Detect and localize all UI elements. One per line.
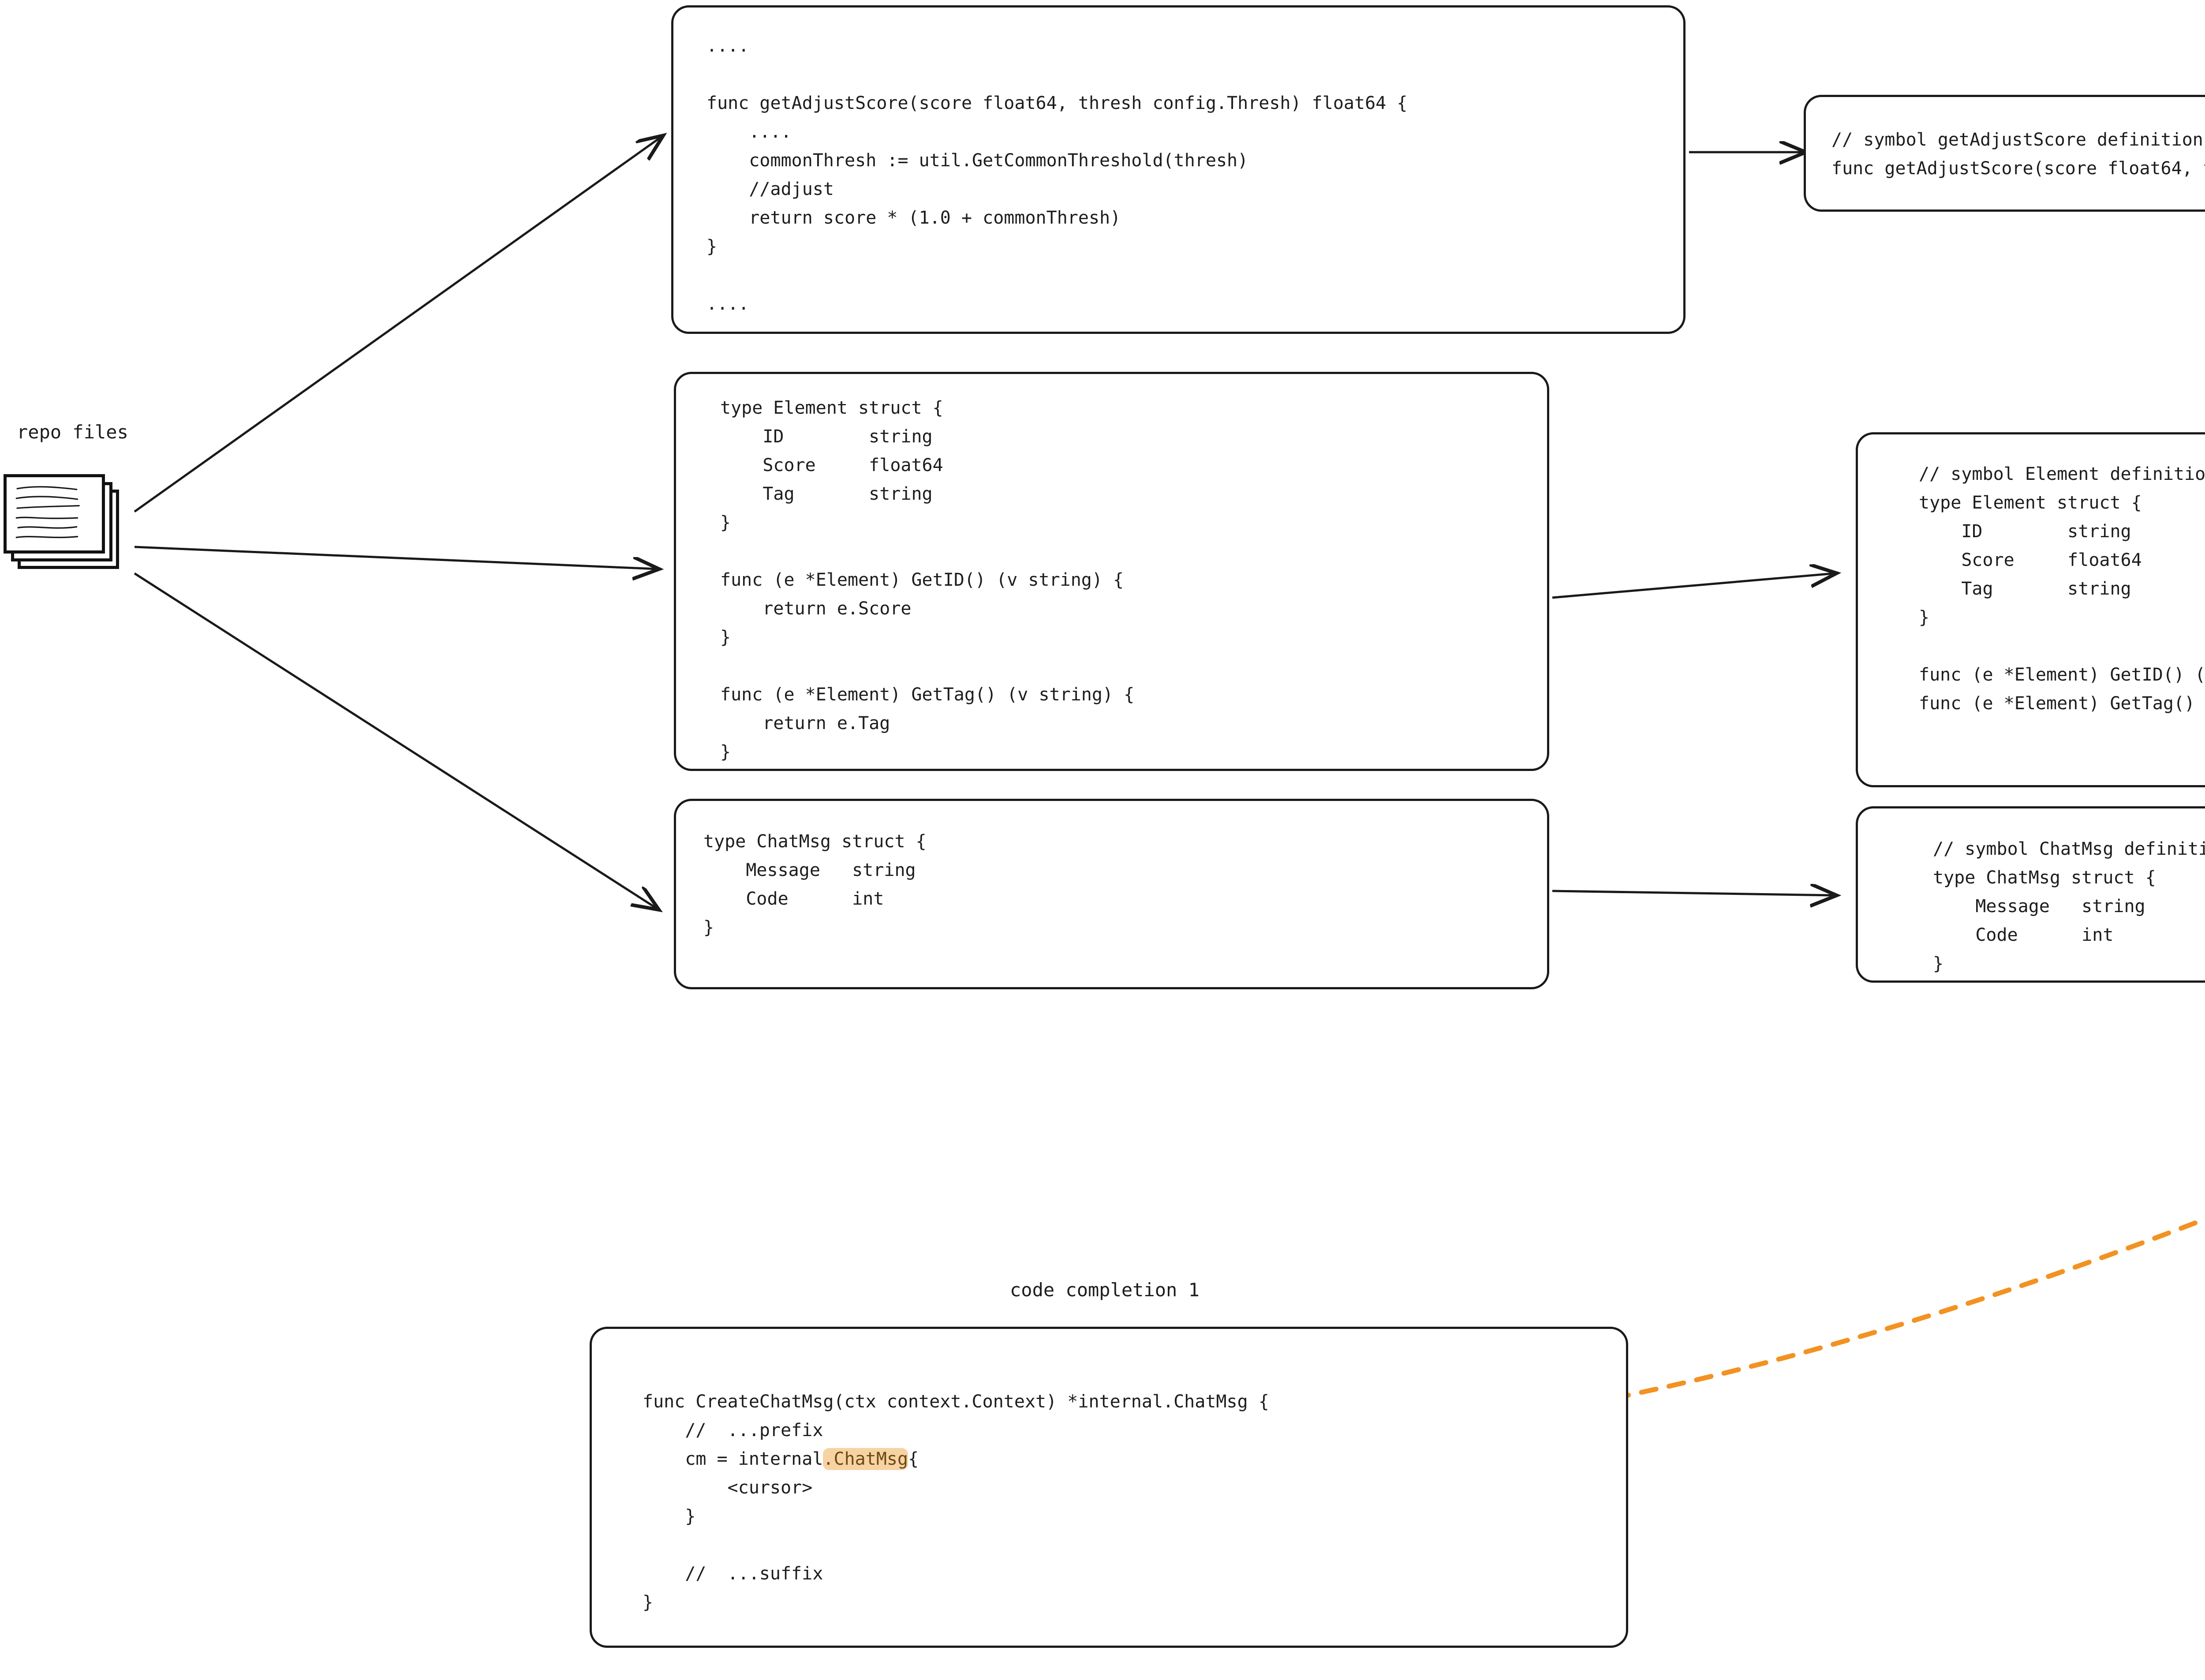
repo-source-chatmsg-code: type ChatMsg struct { Message string Cod… <box>703 831 927 938</box>
cc1-line-8: } <box>643 1592 654 1613</box>
code-completion-1-card[interactable]: func CreateChatMsg(ctx context.Context) … <box>590 1327 1628 1648</box>
repo-file-lines <box>15 486 80 539</box>
repo-source-getadjustscore-code: .... func getAdjustScore(score float64, … <box>706 36 1408 314</box>
symbol-def-getadjustscore-code: // symbol getAdjustScore definition is a… <box>1831 130 2205 179</box>
symbol-def-chatmsg-card[interactable]: // symbol ChatMsg definition is as follo… <box>1856 806 2205 983</box>
cc1-line-7: // ...suffix <box>643 1564 823 1584</box>
repo-source-chatmsg-card[interactable]: type ChatMsg struct { Message string Cod… <box>674 799 1549 989</box>
cc1-line-3-post: { <box>908 1449 919 1469</box>
cc1-line-2: // ...prefix <box>643 1420 823 1441</box>
repo-file-sheet-1 <box>4 474 105 554</box>
code-completion-1-label: code completion 1 <box>1010 1279 1200 1301</box>
symbol-def-getadjustscore-card[interactable]: // symbol getAdjustScore definition is a… <box>1804 95 2205 212</box>
symbol-def-chatmsg-code: // symbol ChatMsg definition is as follo… <box>1933 839 2205 974</box>
cc1-chatmsg-highlight: .ChatMsg <box>823 1448 908 1470</box>
cc1-line-3-pre: cm = internal <box>643 1449 823 1469</box>
repo-to-source-arrows <box>134 137 662 909</box>
repo-source-element-card[interactable]: type Element struct { ID string Score fl… <box>674 372 1549 771</box>
cc1-line-1: func CreateChatMsg(ctx context.Context) … <box>643 1392 1269 1412</box>
cc1-line-5: } <box>643 1506 696 1527</box>
cc1-line-4: <cursor> <box>643 1478 813 1498</box>
repo-source-element-code: type Element struct { ID string Score fl… <box>720 398 1135 762</box>
repo-files-icon <box>0 470 132 571</box>
symbol-def-element-code: // symbol Element definition is as follo… <box>1919 464 2205 714</box>
repo-source-getadjustscore-card[interactable]: .... func getAdjustScore(score float64, … <box>671 5 1686 334</box>
repo-files-label: repo files <box>17 421 128 443</box>
symbol-def-element-card[interactable]: // symbol Element definition is as follo… <box>1856 432 2205 787</box>
